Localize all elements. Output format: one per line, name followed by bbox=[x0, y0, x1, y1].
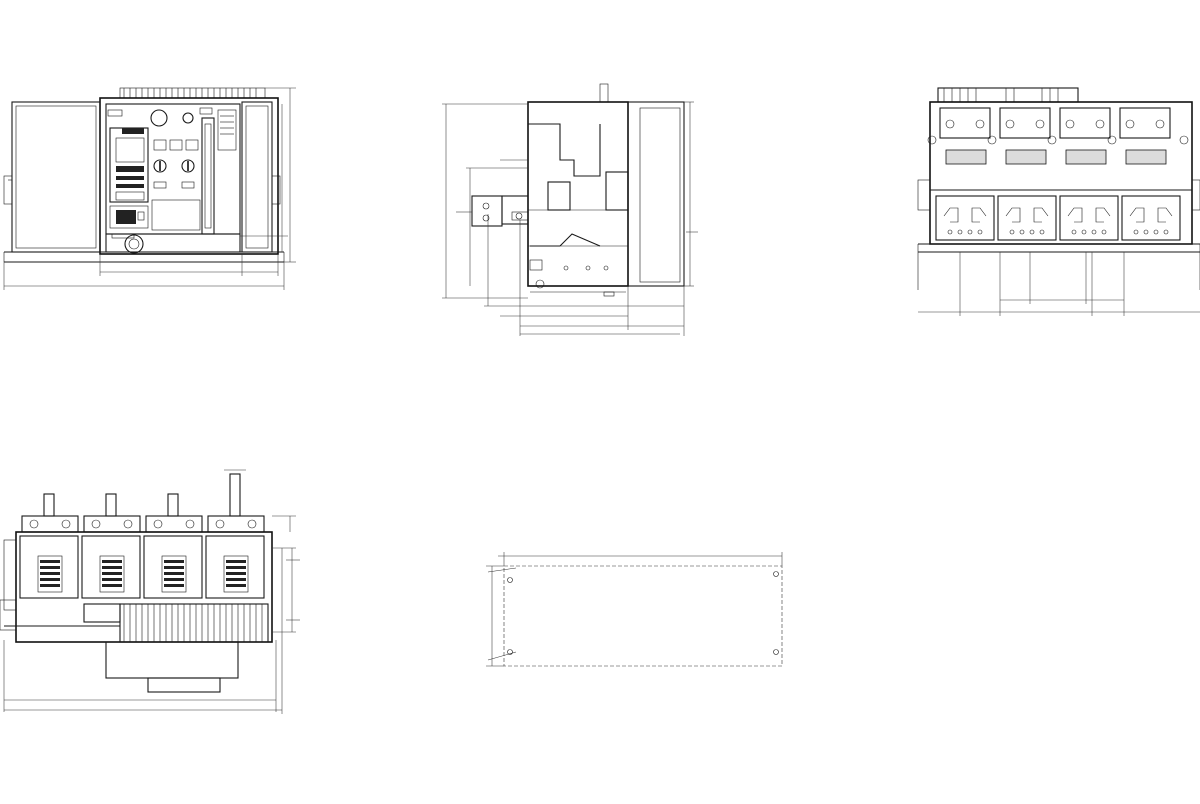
front-right-door bbox=[241, 101, 273, 253]
on-button bbox=[153, 159, 167, 173]
top-studs bbox=[43, 469, 246, 517]
racking-handle bbox=[201, 117, 215, 235]
rear-top-terminals bbox=[937, 87, 1079, 103]
trip-unit bbox=[109, 127, 149, 203]
door-cutout-outline bbox=[503, 565, 783, 667]
top-door bbox=[105, 641, 239, 679]
top-view bbox=[0, 469, 300, 714]
side-body bbox=[527, 101, 629, 287]
door-cutout-view bbox=[486, 552, 783, 667]
front-view bbox=[3, 87, 296, 290]
off-button bbox=[181, 159, 195, 173]
side-terminal bbox=[471, 195, 503, 227]
side-door bbox=[627, 101, 685, 287]
front-left-door bbox=[11, 101, 101, 253]
arc-chutes bbox=[19, 535, 265, 599]
rear-upper-poles bbox=[927, 107, 1189, 165]
rear-lower-poles bbox=[935, 195, 1181, 241]
side-view bbox=[442, 83, 698, 336]
rear-body bbox=[929, 101, 1193, 245]
charge-knob bbox=[150, 109, 168, 127]
rear-view bbox=[917, 87, 1200, 316]
